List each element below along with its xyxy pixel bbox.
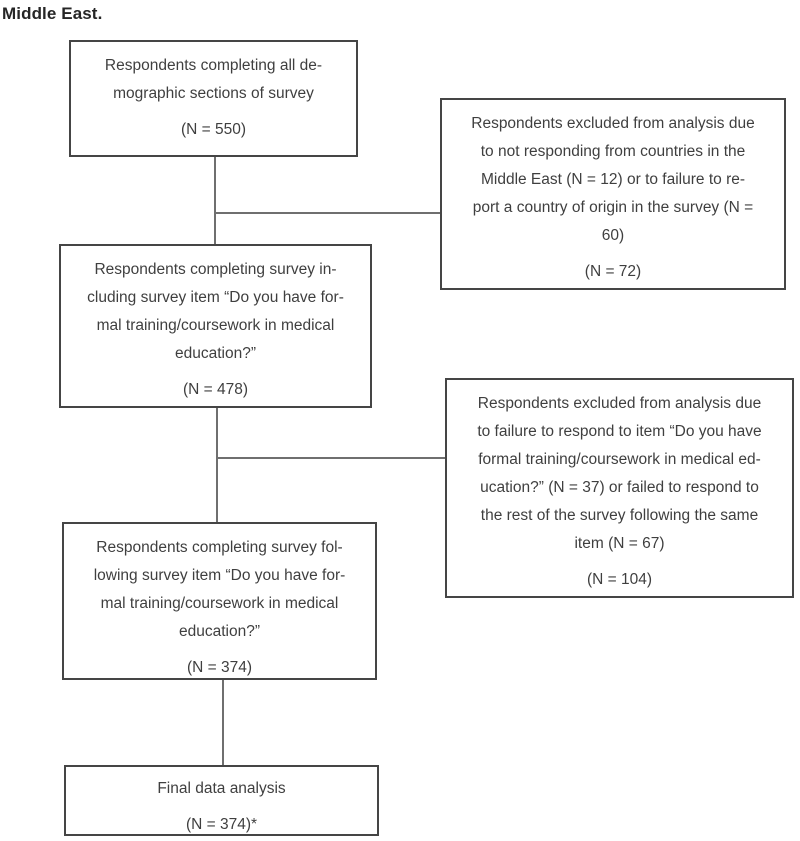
node-following-item-count: (N = 374) [186,659,253,676]
connector-vertical-2 [216,408,218,522]
node-final-analysis: Final data analysis (N = 374)* [64,765,379,836]
node-final-analysis-count: (N = 374)* [185,816,258,833]
node-demographics: Respondents completing all de-mographic … [69,40,358,157]
connector-branch-2 [216,457,445,459]
connector-branch-1 [214,212,440,214]
node-including-item-text: Respondents completing survey in-cluding… [87,261,344,362]
node-including-item: Respondents completing survey in-cluding… [59,244,372,408]
connector-vertical-3 [222,680,224,765]
node-demographics-text: Respondents completing all de-mographic … [104,57,323,102]
node-excluded-item-count: (N = 104) [586,571,653,588]
node-excluded-country-count: (N = 72) [584,263,642,280]
node-following-item-text: Respondents completing survey fol-lowing… [93,539,346,640]
node-demographics-count: (N = 550) [180,121,247,138]
node-including-item-count: (N = 478) [182,381,249,398]
figure-title: Middle East. [2,4,103,23]
connector-vertical-1 [214,157,216,244]
node-following-item: Respondents completing survey fol-lowing… [62,522,377,680]
node-final-analysis-text: Final data analysis [157,780,286,797]
